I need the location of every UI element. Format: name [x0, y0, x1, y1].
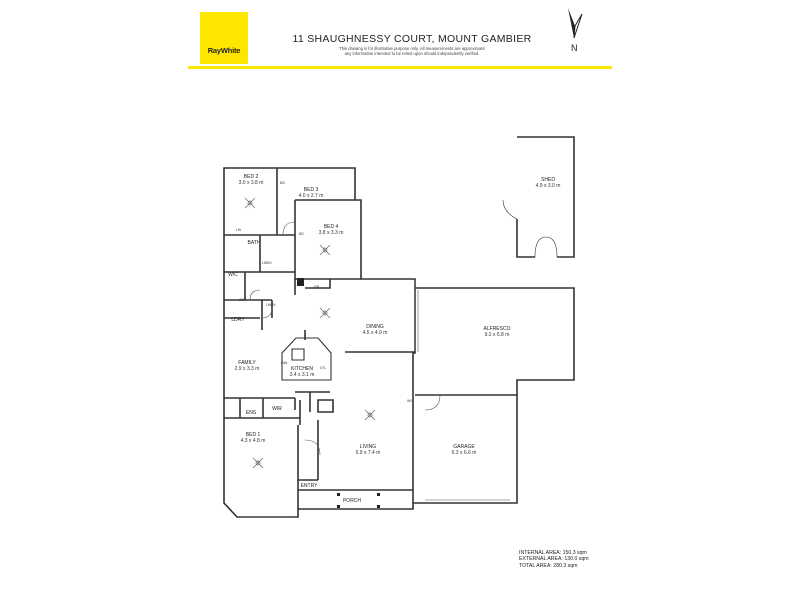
room-bed2-name: BED 2	[243, 174, 259, 180]
label-bic-1: BIC	[280, 181, 286, 185]
label-wo: W/O	[407, 399, 414, 403]
room-dining: DINING 4.5 x 4.9 m	[363, 324, 388, 336]
area-summary: INTERNAL AREA: 150.3 sqm EXTERNAL AREA: …	[519, 550, 589, 569]
room-bed4: BED 4 3.8 x 3.3 m	[319, 224, 344, 236]
room-alfresco: ALFRESCO 9.2 x 6.8 m	[484, 326, 511, 338]
label-pan: PAN	[281, 361, 288, 365]
room-wir: WIR	[272, 406, 282, 412]
room-bed4-dim: 3.8 x 3.3 m	[318, 230, 344, 236]
label-fr: F/R	[314, 285, 320, 289]
header-divider	[188, 66, 612, 69]
room-entry: ENTRY	[301, 483, 318, 489]
shed-walls	[516, 136, 575, 258]
room-bed1-name: BED 1	[245, 432, 261, 438]
house-outer-wall	[223, 167, 416, 518]
alfresco-walls	[415, 287, 575, 395]
room-bed3-name: BED 3	[303, 187, 319, 193]
disclaimer-line-2: any information intended to be relied up…	[344, 51, 480, 57]
room-alfresco-dim: 9.2 x 6.8 m	[484, 332, 510, 338]
north-label: N	[571, 43, 578, 53]
room-garage-dim: 6.3 x 6.6 m	[451, 450, 477, 456]
room-garage: GARAGE 6.3 x 6.6 m	[452, 444, 477, 456]
area-total: TOTAL AREA: 280.3 sqm	[519, 562, 578, 569]
room-kitchen-name: KITCHEN	[291, 366, 313, 372]
disclaimer-line-1: This drawing is for illustrative purpose…	[339, 46, 485, 51]
room-kitchen-dim: 3.4 x 3.1 m	[289, 372, 315, 378]
label-linen-2: LINEN	[266, 303, 276, 307]
room-living: LIVING 5.9 x 7.4 m	[356, 444, 381, 456]
room-ens-name: ENS	[245, 410, 257, 416]
room-porch-name: PORCH	[342, 498, 362, 504]
label-utl: UTL	[320, 366, 327, 370]
room-bed1-dim: 4.3 x 4.8 m	[240, 438, 266, 444]
room-shed-name: SHED	[541, 177, 555, 183]
room-family: FAMILY 2.9 x 3.3 m	[235, 360, 260, 372]
room-porch: PORCH	[343, 498, 361, 504]
room-bed2-dim: 3.0 x 3.8 m	[238, 180, 264, 186]
area-internal: INTERNAL AREA: 150.3 sqm	[519, 550, 587, 556]
room-ens: ENS	[246, 410, 256, 416]
room-entry-name: ENTRY	[300, 483, 318, 489]
kitchen-island	[281, 337, 332, 381]
room-bed4-name: BED 4	[323, 224, 339, 230]
pantry-walls	[295, 391, 334, 413]
room-kitchen: KITCHEN 3.4 x 3.1 m	[290, 366, 315, 378]
garage-walls	[413, 394, 518, 504]
room-bed1: BED 1 4.3 x 4.8 m	[241, 432, 266, 444]
room-ldry: LDRY	[231, 317, 244, 323]
label-linen: LINEN	[262, 261, 272, 265]
room-living-dim: 5.9 x 7.4 m	[355, 450, 381, 456]
room-wir-name: WIR	[272, 406, 282, 412]
room-living-name: LIVING	[359, 444, 377, 450]
room-family-dim: 2.9 x 3.3 m	[234, 366, 260, 372]
room-alfresco-name: ALFRESCO	[483, 326, 511, 332]
property-title: 11 SHAUGHNESSY COURT, MOUNT GAMBIER	[292, 33, 532, 45]
area-external: EXTERNAL AREA: 130.0 sqm	[519, 556, 589, 563]
label-wir-small: WIR	[239, 298, 246, 302]
room-shed: SHED 4.9 x 3.0 m	[536, 177, 561, 189]
room-shed-dim: 4.9 x 3.0 m	[535, 183, 561, 189]
raywhite-logo: RayWhite	[200, 12, 248, 64]
label-lin: LIN	[236, 228, 241, 232]
room-bath-name: BATH	[247, 240, 261, 246]
logo-text: RayWhite	[207, 46, 241, 55]
room-ldry-name: LDRY	[231, 317, 245, 323]
room-bed3: BED 3 4.0 x 2.7 m	[299, 187, 324, 199]
room-family-name: FAMILY	[238, 360, 256, 366]
ensuite-walls	[224, 398, 301, 425]
hall-walls	[294, 279, 331, 295]
shed-door-arc	[502, 199, 558, 258]
room-garage-name: GARAGE	[453, 444, 475, 450]
north-arrow-icon: N	[568, 8, 583, 53]
room-wc-name: W/C	[228, 272, 238, 278]
room-bed2: BED 2 3.0 x 3.8 m	[239, 174, 264, 186]
living-walls	[297, 420, 319, 509]
room-bed3-dim: 4.0 x 2.7 m	[298, 193, 324, 199]
room-wc: W/C	[228, 272, 238, 278]
disclaimer: This drawing is for illustrative purpose…	[262, 46, 562, 57]
room-dining-name: DINING	[366, 324, 384, 330]
room-dining-dim: 4.5 x 4.9 m	[362, 330, 388, 336]
room-bath: BATH	[248, 240, 261, 246]
label-bic-2: BIC	[299, 232, 305, 236]
